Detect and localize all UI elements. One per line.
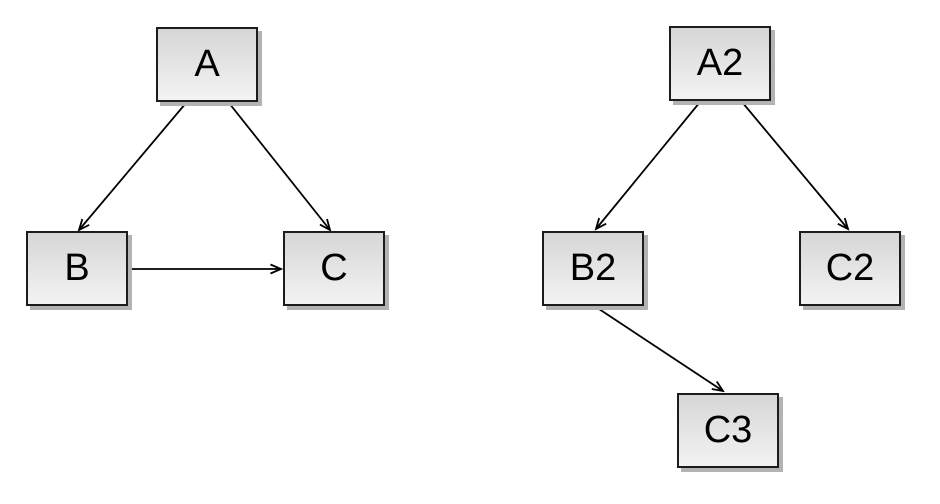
node-C3: C3	[677, 393, 779, 468]
node-A2-label: A2	[696, 42, 744, 84]
node-C: C	[283, 231, 385, 306]
node-B2-label: B2	[569, 247, 617, 289]
node-C2-label: C2	[825, 247, 875, 289]
node-A2: A2	[669, 26, 771, 101]
edge-A-to-C	[228, 102, 330, 230]
edge-B2-to-C3	[595, 306, 723, 391]
node-B: B	[26, 231, 128, 306]
edge-A2-to-C2	[741, 101, 848, 229]
node-A-label: A	[194, 43, 220, 85]
node-B-label: B	[64, 247, 90, 289]
node-C3-label: C3	[703, 409, 753, 451]
node-C-label: C	[320, 247, 348, 289]
node-C2: C2	[799, 231, 901, 306]
edge-A-to-B	[79, 102, 187, 230]
node-B2: B2	[542, 231, 644, 306]
edge-A2-to-B2	[596, 101, 701, 229]
node-A: A	[156, 27, 258, 102]
